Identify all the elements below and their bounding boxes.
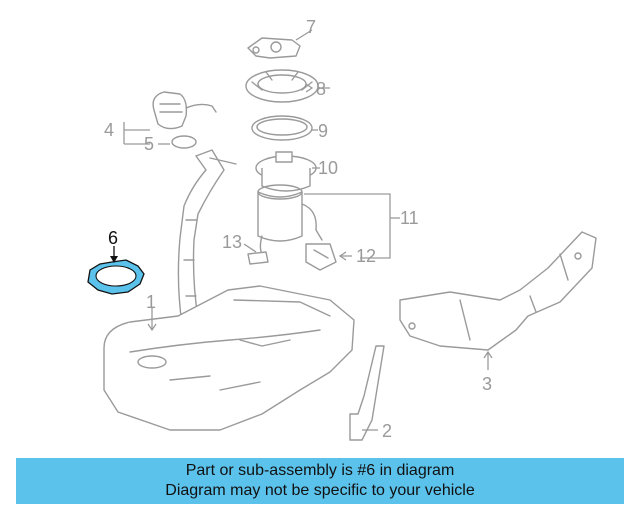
banner-line-1: Part or sub-assembly is #6 in diagram (185, 462, 455, 479)
callout-6: 6 (108, 228, 118, 248)
callout-13: 13 (222, 232, 242, 252)
part-1-fuel-tank[interactable] (103, 285, 355, 431)
part-3-heat-shield[interactable] (399, 231, 597, 351)
part-12-bracket[interactable] (305, 243, 337, 271)
info-banner: Part or sub-assembly is #6 in diagram Di… (16, 458, 624, 504)
callout-11: 11 (400, 208, 419, 228)
part-9-seal[interactable] (251, 115, 313, 141)
callout-10: 10 (318, 158, 338, 178)
callout-3: 3 (482, 374, 492, 394)
callout-4: 4 (104, 120, 114, 140)
callout-2: 2 (382, 421, 392, 441)
callout-9: 9 (318, 121, 328, 141)
part-6-highlighted-ring[interactable] (87, 259, 145, 295)
part-2-strap[interactable] (349, 345, 385, 441)
callout-8: 8 (316, 79, 326, 99)
callout-1: 1 (146, 292, 156, 312)
banner-line-2: Diagram may not be specific to your vehi… (165, 482, 475, 499)
callout-7: 7 (306, 17, 316, 37)
part-8-lock-ring[interactable] (245, 69, 319, 103)
callout-5: 5 (144, 134, 154, 154)
callout-12: 12 (356, 246, 376, 266)
part-13-connector[interactable] (247, 251, 269, 265)
part-7-clip[interactable] (247, 37, 301, 59)
part-11-fuel-pump[interactable] (257, 184, 323, 259)
part-5-o-ring[interactable] (171, 135, 197, 149)
part-4-fuel-cap[interactable] (152, 91, 217, 130)
